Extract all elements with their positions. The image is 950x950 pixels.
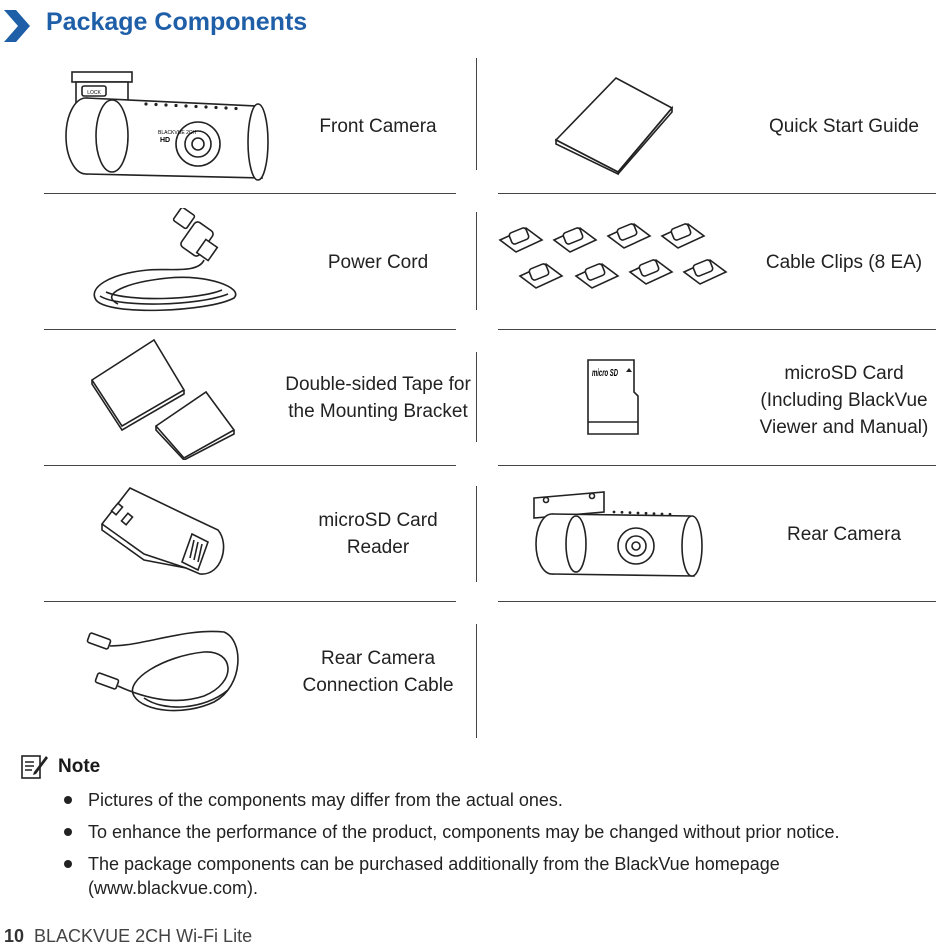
tape-icon [90, 338, 236, 460]
note-list: Pictures of the components may differ fr… [62, 788, 948, 908]
card-reader-icon [100, 486, 225, 575]
component-label: Rear Camera [786, 523, 902, 545]
column-divider [476, 58, 477, 170]
page-number: 10 [4, 926, 25, 946]
component-label: Double-sided Tape for the Mounting Brack… [285, 374, 471, 422]
svg-text:micro SD: micro SD [592, 368, 618, 379]
row-divider [44, 465, 456, 466]
svg-text:HD: HD [160, 137, 170, 144]
component-label: microSD Card Reader [318, 510, 438, 558]
component-label: Cable Clips (8 EA) [765, 251, 923, 273]
column-divider [476, 352, 477, 442]
row-divider [498, 465, 936, 466]
microsd-card-icon: micro SD [587, 359, 639, 435]
cable-clips-icon [498, 223, 728, 289]
power-cord-icon [93, 208, 237, 312]
connection-cable-icon [86, 630, 239, 712]
chevron-right-icon [4, 10, 30, 42]
page-footer: 10 BLACKVUE 2CH Wi-Fi Lite [4, 926, 252, 947]
component-label: Rear Camera Connection Cable [302, 648, 454, 696]
component-label: microSD Card (Including BlackVue Viewer … [759, 362, 929, 438]
note-item: To enhance the performance of the produc… [62, 820, 948, 844]
front-camera-icon: LOCK BLACKVUE 2CH HD [65, 71, 269, 181]
row-divider [44, 329, 456, 330]
note-item: Pictures of the components may differ fr… [62, 788, 948, 812]
page-title: Package Components [46, 8, 308, 36]
document-title: BLACKVUE 2CH Wi-Fi Lite [34, 926, 253, 946]
svg-text:LOCK: LOCK [87, 90, 101, 96]
page-header: Package Components [0, 6, 950, 46]
component-label: Power Cord [327, 251, 429, 273]
note-pencil-icon [21, 755, 48, 779]
row-divider [498, 193, 936, 194]
component-label: Front Camera [319, 115, 437, 137]
svg-text:BLACKVUE 2CH: BLACKVUE 2CH [158, 130, 196, 136]
row-divider [44, 601, 456, 602]
row-divider [498, 329, 936, 330]
booklet-icon [554, 77, 674, 176]
column-divider [476, 486, 477, 582]
rear-camera-icon [533, 491, 703, 577]
column-divider [476, 624, 477, 738]
column-divider [476, 212, 477, 310]
note-title: Note [58, 756, 101, 777]
note-item: The package components can be purchased … [62, 852, 948, 900]
row-divider [498, 601, 936, 602]
row-divider [44, 193, 456, 194]
component-label: Quick Start Guide [769, 115, 919, 137]
